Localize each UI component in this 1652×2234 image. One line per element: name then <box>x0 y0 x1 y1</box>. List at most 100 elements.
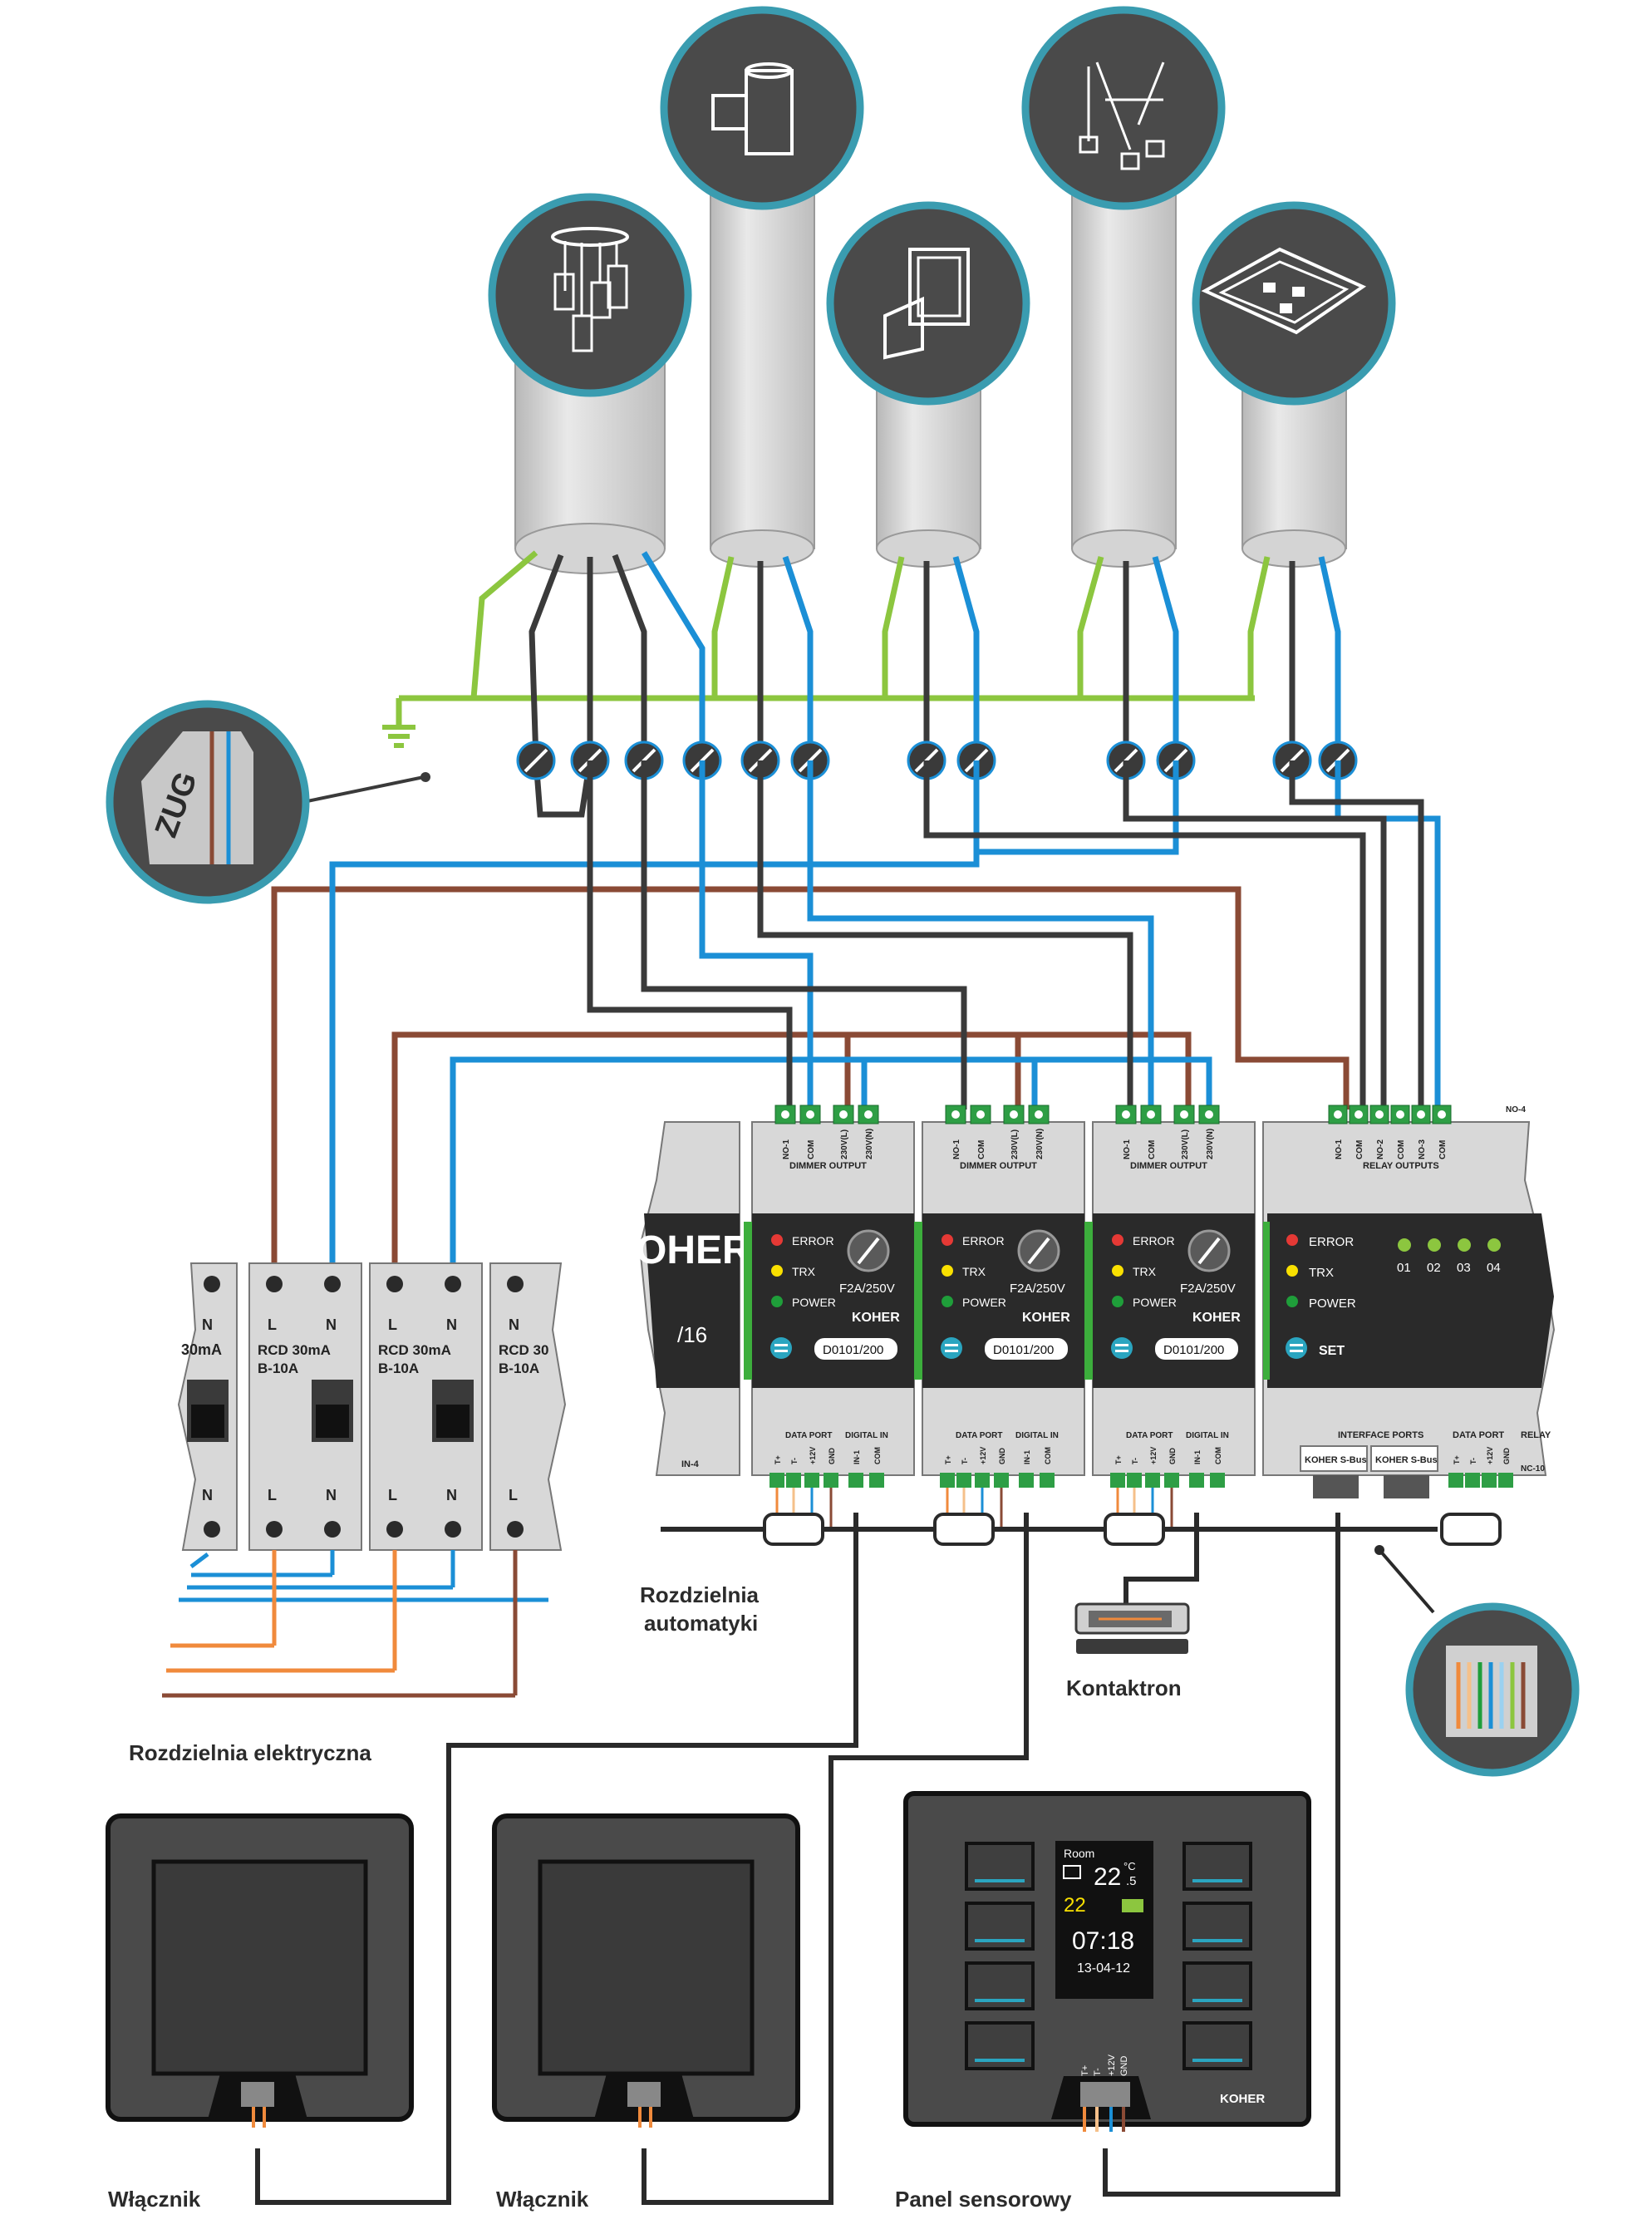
rcd4-bottom-l: L <box>509 1487 518 1503</box>
dimmer-1-led-1 <box>771 1234 783 1246</box>
reed-sensor <box>1074 1602 1190 1654</box>
rcd1-bottom-n: N <box>202 1487 213 1503</box>
distribution-wires <box>271 760 1441 1272</box>
relay-trx-led <box>1286 1265 1298 1277</box>
relay-channel-led-3 <box>1458 1238 1471 1252</box>
dimmer-1-footer-right: DIGITAL IN <box>845 1431 888 1440</box>
dimmer-3-top-term-2: COM <box>1148 1140 1157 1159</box>
relay-bottom-term-3: +12V <box>1486 1447 1494 1464</box>
relay-channel-3: 03 <box>1457 1261 1471 1275</box>
relay-trx-label: TRX <box>1309 1266 1334 1280</box>
zug-connector-callout: ZUG <box>106 700 430 904</box>
dimmer-3-led-label-1: ERROR <box>1133 1234 1175 1247</box>
relay-error-label: ERROR <box>1309 1235 1354 1249</box>
wall-lamp-icon <box>660 6 864 210</box>
panel-room: Room <box>1064 1847 1094 1860</box>
dimmer-1-led-label-3: POWER <box>792 1296 836 1309</box>
dimmer-2-bottom-term-2: T- <box>961 1458 969 1464</box>
relay-channel-led-2 <box>1428 1238 1441 1252</box>
automation-panel-label-1: Rozdzielnia <box>640 1582 760 1607</box>
cabinet-light-icon <box>826 201 1030 406</box>
relay-channel-2: 02 <box>1427 1261 1441 1275</box>
relay-channel-led-4 <box>1487 1238 1501 1252</box>
rcd4-label1: RCD 30 <box>499 1342 548 1358</box>
panel-display <box>1055 1841 1153 1999</box>
wall-switch-1[interactable] <box>106 1813 414 2128</box>
left-module-term: IN-4 <box>681 1459 700 1469</box>
switch-1-label: Włącznik <box>108 2187 201 2212</box>
relay-top-term-1: NO-1 <box>1335 1139 1344 1159</box>
rcd2-top-l: L <box>268 1316 277 1333</box>
dimmer-3-top-term-1: NO-1 <box>1123 1139 1132 1159</box>
ceiling-panel-icon <box>1192 201 1396 406</box>
dimmer-1-bottom-term-1: T+ <box>774 1455 782 1464</box>
dimmer-3-brand: KOHER <box>1192 1311 1241 1325</box>
dimmer-2-fuse: F2A/250V <box>1010 1282 1065 1296</box>
dimmer-3-footer-right: DIGITAL IN <box>1186 1431 1229 1440</box>
dimmer-2-bottom-term-5: IN-1 <box>1023 1450 1031 1464</box>
dimmer-1-bottom-term-6: COM <box>873 1447 882 1464</box>
dimmer-2-led-3 <box>942 1296 953 1307</box>
dimmer-1-fuse: F2A/250V <box>839 1282 895 1296</box>
dimmer-2-top-term-1: NO-1 <box>952 1139 961 1159</box>
dimmer-3-led-label-3: POWER <box>1133 1296 1177 1309</box>
panel-temp1: 22 <box>1094 1863 1121 1891</box>
dimmer-2-bottom-term-4: GND <box>998 1448 1006 1465</box>
panel-term-3: +12V <box>1107 2054 1117 2076</box>
earth-bus <box>396 550 1271 727</box>
rcd3-label1: RCD 30mA <box>378 1342 451 1358</box>
dimmer-2-led-label-2: TRX <box>962 1265 986 1278</box>
relay-power-label: POWER <box>1309 1297 1356 1311</box>
s-bus-port-2[interactable] <box>1370 1445 1438 1472</box>
dimmer-3-bottom-term-1: T+ <box>1114 1455 1123 1464</box>
panel-term-2: T- <box>1093 2068 1103 2076</box>
dimmer-1-model: D0101/200 <box>823 1343 883 1357</box>
rcd1-label: 30mA <box>181 1341 222 1358</box>
dimmer-3-bottom-term-6: COM <box>1214 1447 1222 1464</box>
dimmer-3-bottom-term-4: GND <box>1168 1448 1177 1465</box>
dimmer-1-bottom-term-5: IN-1 <box>853 1450 861 1464</box>
dimmer-2-model: D0101/200 <box>993 1343 1054 1357</box>
rcd1-top-n: N <box>202 1316 213 1333</box>
dimmer-1-top-term-4: 230V(N) <box>865 1129 874 1159</box>
dimmer-1-button[interactable] <box>770 1337 792 1359</box>
dimmer-2-top-term-4: 230V(N) <box>1035 1129 1045 1159</box>
bus-joints <box>763 1513 1502 1546</box>
dimmer-2-bottom-term-1: T+ <box>944 1455 952 1464</box>
dimmer-2-button[interactable] <box>941 1337 962 1359</box>
rcd2-bottom-l: L <box>268 1487 277 1503</box>
dimmer-1-footer-left: DATA PORT <box>785 1431 832 1440</box>
relay-top-term-3: NO-2 <box>1376 1139 1385 1159</box>
relay-relay-label: RELAY <box>1521 1430 1551 1440</box>
rcd2-label1: RCD 30mA <box>258 1342 331 1358</box>
set-button[interactable] <box>1286 1337 1307 1359</box>
left-partial-module: OHER /16 IN-4 <box>636 1121 751 1476</box>
relay-top-term-5: NO-3 <box>1418 1139 1427 1159</box>
wall-switch-2[interactable] <box>492 1813 800 2128</box>
relay-bottom-term-1: T+ <box>1453 1455 1461 1464</box>
dimmer-3-led-3 <box>1112 1296 1123 1307</box>
dimmer-2-led-label-1: ERROR <box>962 1234 1005 1247</box>
s-bus-port-1-label: KOHER S-Bus <box>1305 1455 1367 1465</box>
rcd3-bottom-n: N <box>446 1487 457 1503</box>
dimmer-3-button[interactable] <box>1111 1337 1133 1359</box>
dimmer-2-bottom-term-6: COM <box>1044 1447 1052 1464</box>
dimmer-2-brand: KOHER <box>1022 1311 1070 1325</box>
earth-symbol-icon <box>382 725 415 748</box>
dimmer-1-bottom-term-2: T- <box>790 1458 799 1464</box>
sensor-panel-label: Panel sensorowy <box>895 2187 1072 2212</box>
dimmer-3-led-1 <box>1112 1234 1123 1246</box>
s-bus-port-2-label: KOHER S-Bus <box>1375 1455 1438 1465</box>
automation-panel-label-2: automatyki <box>644 1611 758 1636</box>
dimmer-2-top-term-2: COM <box>977 1140 986 1159</box>
sensor-panel: Room 22 °C .5 22 07:18 13-04-12 KOHER T+… <box>903 1791 1311 2132</box>
dimmer-2-header: DIMMER OUTPUT <box>960 1161 1037 1171</box>
dimmer-1-led-label-2: TRX <box>792 1265 816 1278</box>
relay-top-term-2: COM <box>1355 1140 1364 1159</box>
dimmer-2-led-label-3: POWER <box>962 1296 1006 1309</box>
s-bus-port-1[interactable] <box>1300 1445 1368 1472</box>
